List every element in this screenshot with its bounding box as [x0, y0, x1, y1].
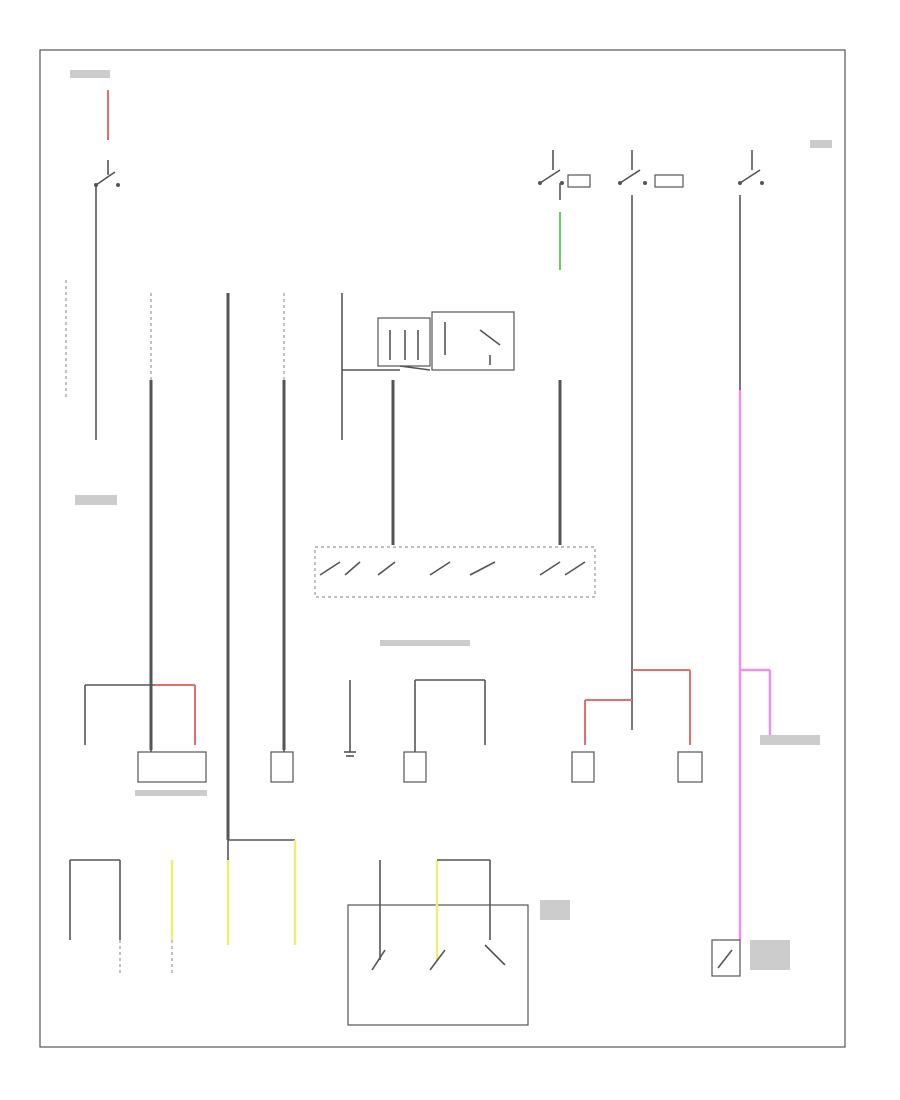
ignition-switch-3 [738, 150, 772, 940]
load-7 [226, 839, 297, 945]
ground-point [344, 680, 356, 757]
battery-feed [65, 90, 120, 440]
multifunction-switch [314, 546, 596, 598]
illegible-labels [70, 70, 832, 970]
diagram-frame [39, 49, 846, 1048]
battery-feed-switch [94, 160, 120, 200]
bottom-right-switch [711, 939, 741, 977]
load-4 [632, 669, 703, 783]
fuse-column-5 [341, 293, 400, 440]
load-1 [270, 745, 294, 783]
load-3 [571, 699, 632, 783]
load-5 [69, 859, 121, 975]
ignition-switch-2 [618, 150, 684, 730]
relay-block-upper [377, 311, 515, 371]
ignition-switch-1 [538, 150, 591, 200]
brake-light-switch [84, 684, 207, 783]
relay-module [347, 859, 529, 1026]
load-2 [403, 679, 486, 783]
